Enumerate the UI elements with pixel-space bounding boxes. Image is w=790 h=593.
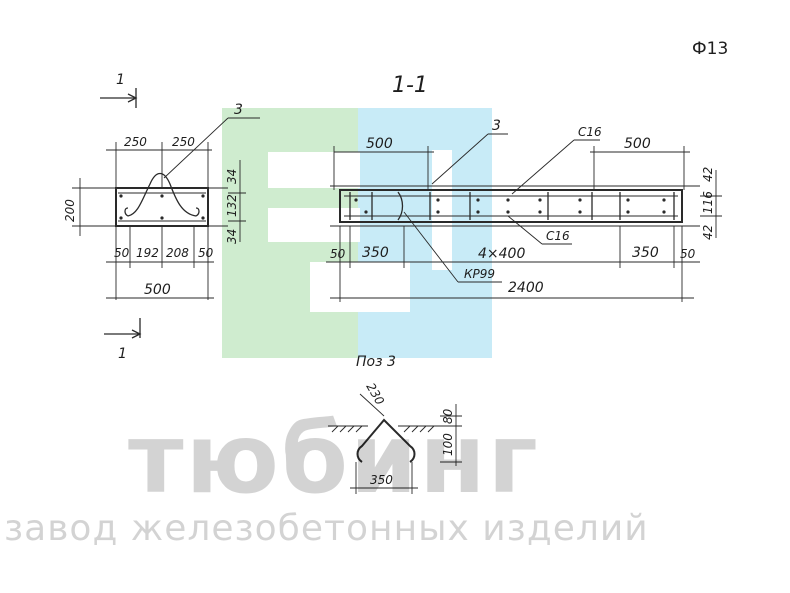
long-bottom-dim-2: 350	[362, 245, 389, 261]
mesh-bottom-mark: С16	[546, 229, 570, 243]
cut-marker-top: 1	[116, 72, 125, 88]
detail-height-dim-2: 100	[441, 433, 455, 456]
long-length-dim: 2400	[508, 280, 544, 296]
sec-right-dim-3: 34	[225, 229, 239, 244]
frame-mark: КР99	[464, 267, 495, 281]
sec-width-dim: 500	[144, 282, 171, 298]
sec-height-dim: 200	[63, 199, 77, 222]
long-bottom-dim-1: 50	[330, 247, 346, 261]
end-dim-right: 500	[624, 136, 651, 152]
sec-bottom-dim-4: 50	[198, 246, 214, 260]
sec-right-dim-2: 132	[225, 194, 239, 217]
detail-width-dim: 350	[370, 473, 393, 487]
long-bottom-dim-4: 350	[632, 245, 659, 261]
logo-blue-block	[358, 108, 492, 358]
sec-right-dim-1: 34	[225, 169, 239, 184]
long-bottom-dim-3: 4×400	[478, 246, 525, 262]
long-bottom-dim-5: 50	[680, 247, 696, 261]
sec-top-dim-1: 250	[124, 135, 147, 149]
watermark-logo	[222, 108, 492, 358]
sec-bottom-dim-1: 50	[114, 246, 130, 260]
detail-pos3-view: Поз 3 230 80 100 350	[328, 354, 462, 494]
long-right-dim-1: 42	[701, 167, 715, 182]
watermark-brand: тюбинг	[128, 403, 540, 515]
mesh-top-mark: С16	[578, 125, 602, 139]
section-title: 1-1	[392, 73, 428, 98]
pos-3-mark-section: 3	[234, 102, 243, 118]
longitudinal-section-view: 1-1 500	[326, 73, 722, 302]
detail-title: Поз 3	[356, 354, 396, 370]
sec-bottom-dim-3: 208	[166, 246, 189, 260]
watermark-subtitle: завод железобетонных изделий	[4, 508, 649, 549]
end-dim-left: 500	[366, 136, 393, 152]
long-right-dim-2: 116	[701, 191, 715, 214]
cross-section-view: 1 1 3 250 250 200	[63, 72, 260, 362]
sec-top-dim-2: 250	[172, 135, 195, 149]
sec-bottom-dim-2: 192	[136, 246, 159, 260]
long-right-dim-3: 42	[701, 225, 715, 240]
pos-3-mark-long: 3	[492, 118, 501, 134]
cut-marker-bottom: 1	[118, 346, 127, 362]
detail-height-dim-1: 80	[441, 408, 455, 424]
document-code: Ф13	[692, 39, 728, 59]
